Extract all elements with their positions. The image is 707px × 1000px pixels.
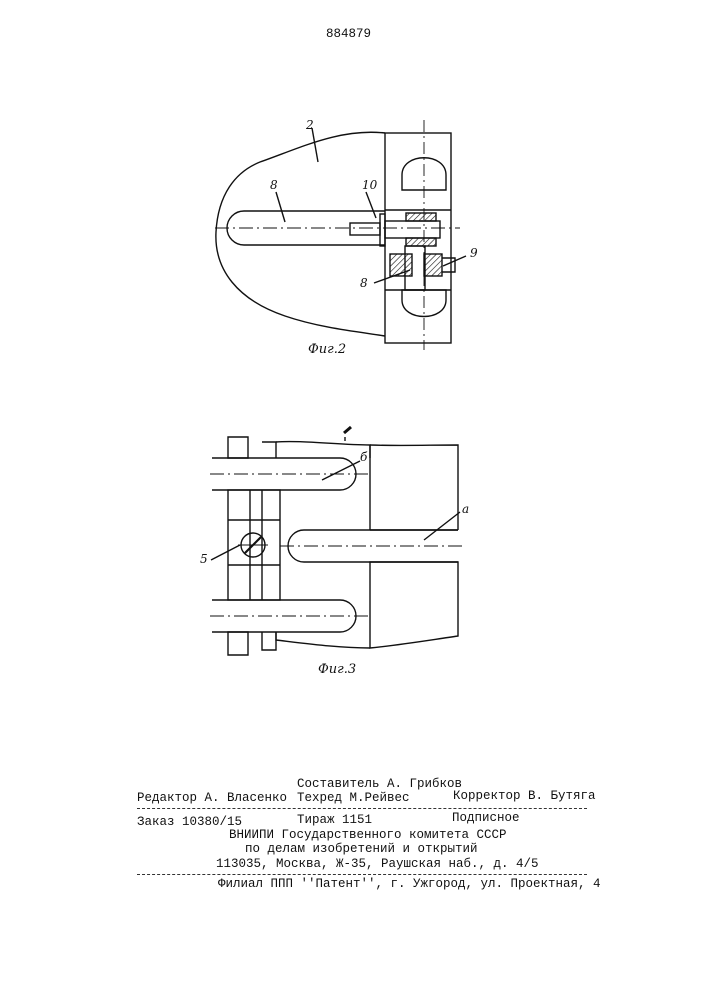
rule-bottom — [137, 874, 587, 875]
editor-line: Редактор А. Власенко — [137, 791, 287, 805]
fig2-label-8-bottom: 8 — [360, 276, 368, 290]
fig3-caption: Фиг.3 — [318, 662, 356, 677]
fig2-caption: Фиг.2 — [308, 342, 346, 357]
figure-2-drawing — [215, 120, 466, 350]
fig3-label-5: 5 — [200, 552, 208, 566]
org-line-2: по делам изобретений и открытий — [245, 842, 478, 856]
order-line: Заказ 10380/15 — [137, 815, 242, 829]
branch-line: Филиал ППП ''Патент'', г. Ужгород, ул. П… — [218, 877, 601, 891]
corrector-line: Корректор В. Бутяга — [453, 789, 596, 803]
subscription-line: Подписное — [452, 811, 520, 825]
techred-line: Техред М.Рейвес — [297, 791, 410, 805]
fig2-label-9: 9 — [470, 246, 478, 260]
org-line-1: ВНИИПИ Государственного комитета СССР — [229, 828, 507, 842]
address-line: 113035, Москва, Ж-35, Раушская наб., д. … — [216, 857, 539, 871]
fig2-label-10: 10 — [362, 178, 377, 192]
figure-drawings — [0, 0, 707, 720]
fig2-label-2: 2 — [306, 118, 314, 132]
figure-3-drawing — [210, 427, 462, 655]
fig3-label-a: а — [462, 502, 469, 516]
fig2-label-8-top: 8 — [270, 178, 278, 192]
rule-top — [137, 808, 587, 809]
compiler-line: Составитель А. Грибков — [297, 777, 462, 791]
circulation-line: Тираж 1151 — [297, 813, 372, 827]
fig3-label-b: б — [360, 450, 367, 464]
